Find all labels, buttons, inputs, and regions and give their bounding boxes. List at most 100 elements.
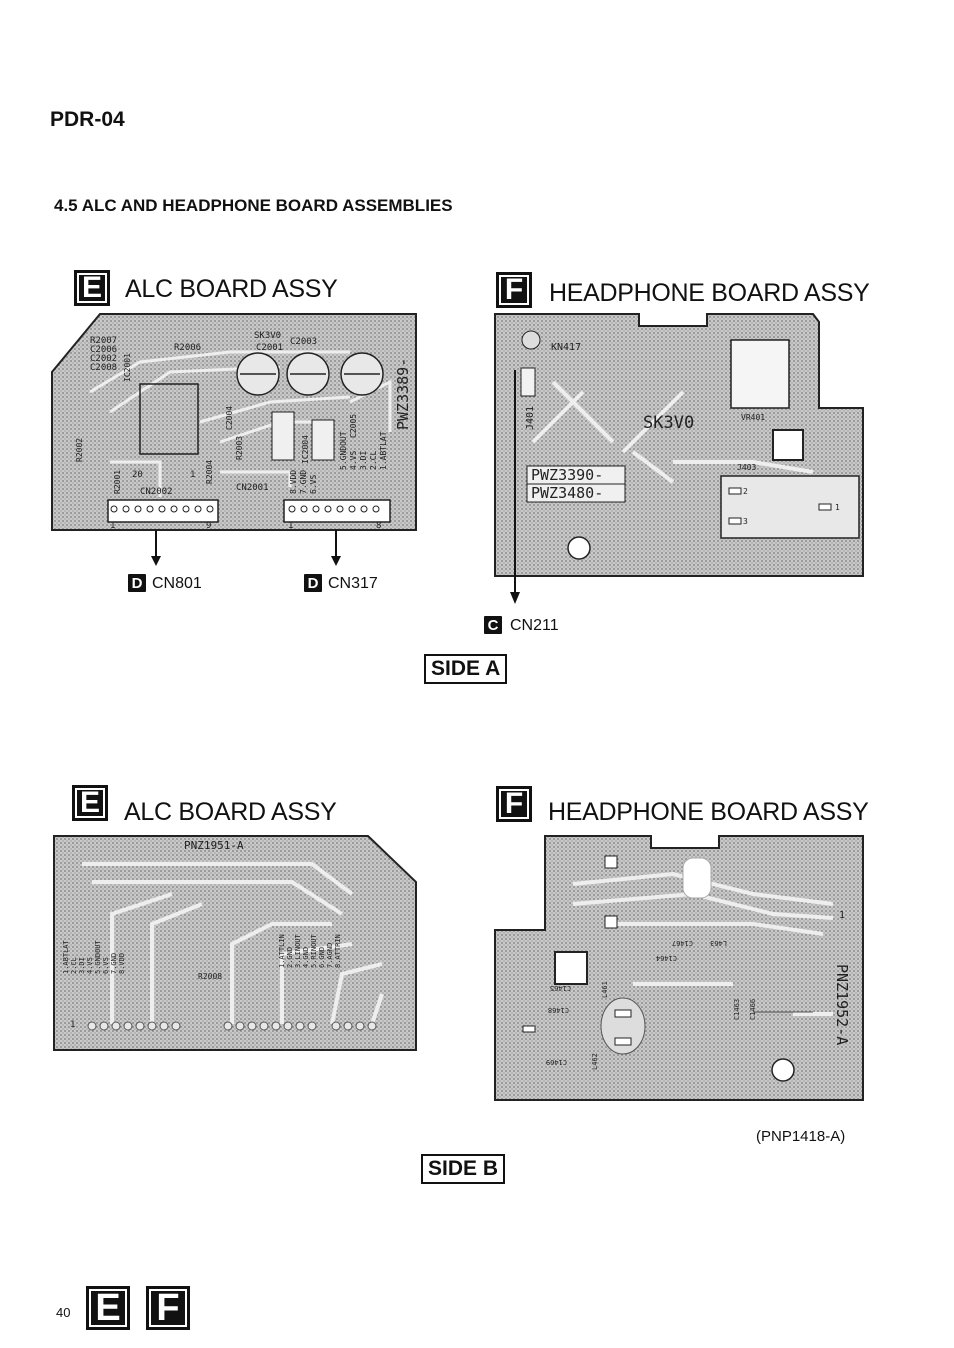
label-side-b-pin-1: 1: [70, 1020, 75, 1030]
label-c1466: C1466: [749, 999, 757, 1020]
side-b-label: SIDE B: [421, 1154, 506, 1184]
section-title: 4.5 ALC AND HEADPHONE BOARD ASSEMBLIES: [54, 196, 453, 215]
label-pin-b-1: 1.ATTLIN: [278, 934, 286, 968]
cn211-arrow: [510, 370, 520, 604]
label-pin-left-2: 7.GND: [299, 470, 308, 494]
footer-letter-f-icon: F: [146, 1286, 190, 1330]
label-j401: J401: [525, 406, 536, 430]
label-pin-2: 2: [743, 487, 748, 496]
label-c2004: C2004: [225, 406, 234, 430]
label-r2004: R2004: [205, 460, 214, 484]
label-c1468: C1468: [548, 1006, 569, 1014]
label-c2001: C2001: [256, 343, 283, 353]
label-pnz1951: PNZ1951-A: [184, 839, 244, 852]
label-pin-right-2: 4.VS: [349, 451, 358, 470]
label-r2003: R2003: [235, 436, 244, 460]
label-pin-b-4: 4.GND: [302, 947, 310, 968]
alc-board-title-side-a: ALC BOARD ASSY: [125, 275, 338, 303]
label-c2005: C2005: [349, 414, 358, 438]
document-model: PDR-04: [50, 108, 125, 131]
label-c2006: C2006: [90, 345, 117, 355]
board-letter-f-icon: F: [496, 272, 532, 308]
label-r2002: R2002: [75, 438, 84, 462]
label-pin-a-5: 5.GNDOUT: [94, 939, 102, 974]
label-pin-1: 1: [835, 503, 840, 512]
label-c1469: C1469: [546, 1058, 567, 1066]
label-r2008: R2008: [198, 972, 222, 981]
label-pin-b-2: 2.GND: [286, 947, 294, 968]
alc-board-title-side-b: ALC BOARD ASSY: [124, 798, 337, 826]
label-pin-b-7: 7.AGND: [326, 943, 334, 968]
label-pin-b-6: 6.GND: [318, 947, 326, 968]
label-pin-a-2: 2.CL: [70, 957, 78, 974]
label-l462: L462: [591, 1053, 599, 1070]
part-number: (PNP1418-A): [756, 1128, 846, 1145]
label-sk3v0: SK3V0: [254, 331, 281, 341]
label-left-pin-last: 9: [206, 521, 211, 531]
headphone-board-title-side-b: HEADPHONE BOARD ASSY: [548, 798, 869, 826]
connector-c-icon: C: [484, 616, 502, 634]
label-r2001: R2001: [113, 470, 122, 494]
label-vr401: VR401: [741, 413, 765, 422]
label-sk3v0-hp: SK3V0: [643, 413, 694, 433]
alc-connector-arrows: [151, 530, 341, 566]
label-pin-a-6: 6.VS: [102, 957, 110, 974]
board-letter-f-icon-side-b: F: [496, 786, 532, 822]
headphone-board-side-b-diagram: C1467 L463 C1464 C1465 C1468 C1469 L461 …: [494, 835, 864, 1101]
label-r2006: R2006: [174, 343, 201, 353]
label-n20: 20: [132, 470, 143, 480]
page-number: 40: [56, 1305, 71, 1320]
label-pin-b-3: 3.LINOUT: [294, 933, 302, 968]
label-l461: L461: [601, 981, 609, 998]
label-pwz3389: PWZ3389-: [394, 358, 412, 430]
label-pin-a-4: 4.VS: [86, 957, 94, 974]
connector-d-icon-1: D: [128, 574, 146, 592]
label-pin-a-3: 3.DI: [78, 957, 86, 974]
connector-cn801-label: CN801: [152, 575, 202, 592]
label-ic2001: IC2001: [123, 353, 132, 382]
label-pin-b-5: 5.RINOUT: [310, 933, 318, 968]
board-letter-e-icon: E: [74, 270, 110, 306]
label-kn417: KN417: [551, 342, 581, 353]
label-left-pin-first: 1: [110, 521, 115, 531]
alc-board-side-a-diagram: R2007 C2006 C2002 C2008 R2006 SK3V0 C200…: [51, 313, 417, 531]
label-pin-right-4: 2.CL: [369, 451, 378, 470]
connector-cn211-label: CN211: [510, 617, 559, 634]
headphone-board-title-side-a: HEADPHONE BOARD ASSY: [549, 279, 870, 307]
label-c2003: C2003: [290, 337, 317, 347]
label-pnz1952: PNZ1952-A: [833, 964, 851, 1045]
label-pin-right-1: 5.GNDOUT: [339, 431, 348, 470]
label-j403: J403: [737, 463, 756, 472]
side-a-label: SIDE A: [424, 654, 508, 684]
label-right-pin-first: 1: [288, 521, 293, 531]
label-cn2001: CN2001: [236, 483, 269, 493]
label-side-b-hp-pin-1: 1: [839, 910, 845, 921]
label-c1465: C1465: [550, 984, 571, 992]
label-cn2002: CN2002: [140, 487, 173, 497]
label-r2007: R2007: [90, 336, 117, 346]
label-c2002: C2002: [90, 354, 117, 364]
alc-board-side-b-diagram: PNZ1951-A R2008 1 1.ABTLAT 2.CL 3.DI 4.V…: [53, 835, 417, 1051]
label-c1464: C1464: [656, 954, 677, 962]
label-c1467: C1467: [672, 939, 693, 947]
label-pin-a-1: 1.ABTLAT: [62, 939, 70, 974]
connector-cn317-label: CN317: [328, 575, 378, 592]
label-pin-a-7: 7.GND: [110, 953, 118, 974]
label-l463: L463: [710, 939, 727, 947]
label-pwz3390: PWZ3390-: [531, 466, 603, 484]
label-c2008: C2008: [90, 363, 117, 373]
label-pin-right-3: 3.DI: [359, 451, 368, 470]
label-pin-left-3: 6.VS: [309, 475, 318, 494]
label-pin-left-1: 8.VDD: [289, 470, 298, 494]
label-n1: 1: [190, 470, 195, 480]
label-ic2004: IC2004: [301, 435, 310, 464]
label-pwz3480: PWZ3480-: [531, 484, 603, 502]
label-pin-3: 3: [743, 517, 748, 526]
headphone-board-side-a-diagram: KN417 VR401 J403 2 1 3 J401 SK3V0 PWZ339…: [494, 313, 864, 577]
label-right-pin-last: 8: [376, 521, 381, 531]
board-letter-e-icon-side-b: E: [72, 785, 108, 821]
label-c1463: C1463: [733, 999, 741, 1020]
connector-d-icon-2: D: [304, 574, 322, 592]
label-pin-b-8: 8.ATTRIN: [334, 934, 342, 968]
label-pin-a-8: 8.VDD: [118, 953, 126, 974]
